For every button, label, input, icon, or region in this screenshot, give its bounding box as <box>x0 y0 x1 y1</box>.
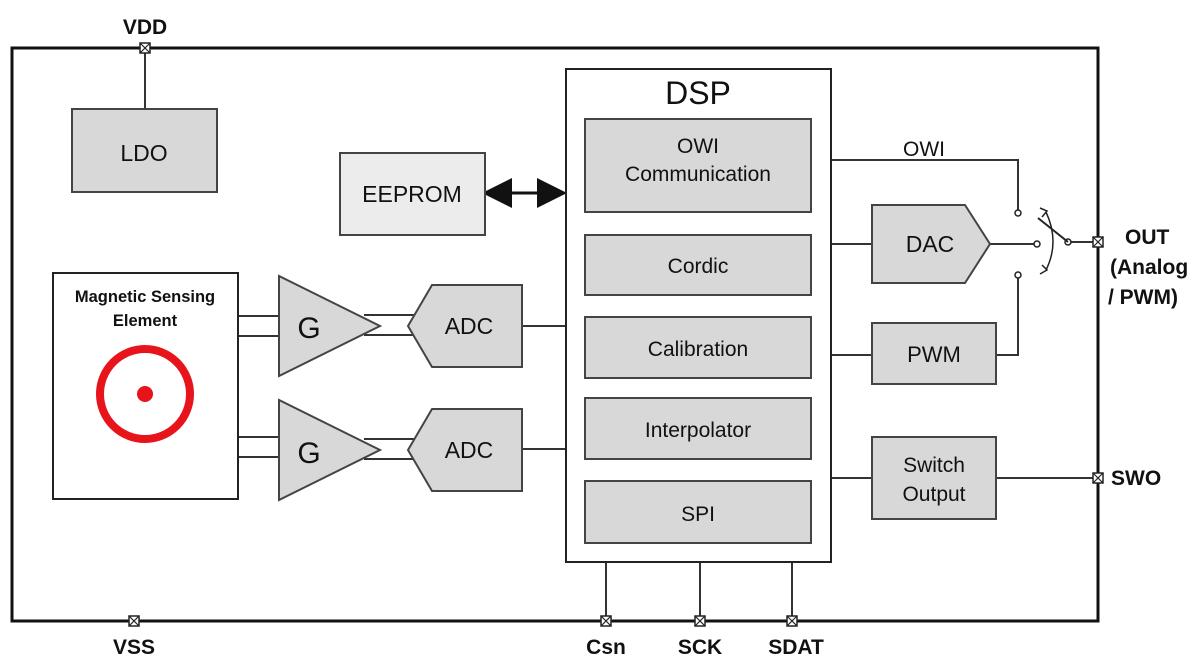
dsp-module-spi <box>584 480 812 544</box>
out-pin-label-line1: OUT <box>1125 226 1170 249</box>
magnetic-sensing-element <box>52 272 239 500</box>
ldo-label: LDO <box>120 140 167 166</box>
owi-module-label-line2: Communication <box>625 163 771 186</box>
switch-output-label-line1: Switch <box>903 454 965 477</box>
interpolator-label: Interpolator <box>645 419 751 442</box>
ldo-block <box>71 108 218 193</box>
gain-2-label: G <box>297 437 320 470</box>
sensor-label-line1: Magnetic Sensing <box>75 288 215 306</box>
dsp-title: DSP <box>665 75 731 111</box>
gain-amplifier-2 <box>278 398 383 502</box>
pin-csn <box>600 615 612 627</box>
cordic-label: Cordic <box>668 255 729 278</box>
gain-amplifier-1 <box>278 274 383 378</box>
dsp-module-cordic <box>584 234 812 296</box>
pin-swo <box>1092 472 1104 484</box>
csn-pin-label: Csn <box>586 636 626 657</box>
swo-pin-label: SWO <box>1111 467 1161 490</box>
pwm-block <box>871 322 997 385</box>
adc-2-label: ADC <box>445 437 494 463</box>
vdd-pin-label: VDD <box>123 16 167 39</box>
dac-label: DAC <box>906 231 955 257</box>
switch-output-block <box>871 436 997 520</box>
sdat-pin-label: SDAT <box>768 636 824 657</box>
dsp-module-interpolator <box>584 397 812 460</box>
pin-vdd <box>139 42 151 54</box>
eeprom-label: EEPROM <box>362 181 462 207</box>
adc-1-label: ADC <box>445 313 494 339</box>
switch-output-label-line2: Output <box>902 483 965 506</box>
calibration-label: Calibration <box>648 338 748 361</box>
out-pin-label-line3: / PWM) <box>1108 286 1178 309</box>
adc-1-block <box>406 284 523 368</box>
sck-pin-label: SCK <box>678 636 722 657</box>
dsp-module-owi <box>584 118 812 213</box>
adc-2-block <box>406 408 523 492</box>
pwm-label: PWM <box>907 342 961 367</box>
out-pin-label-line2: (Analog <box>1110 256 1188 279</box>
magnetic-field-out-of-page-icon <box>96 345 194 443</box>
dsp-module-calibration <box>584 316 812 379</box>
owi-signal-label: OWI <box>903 138 945 161</box>
output-selector-switch <box>1014 207 1072 279</box>
spi-label: SPI <box>681 503 715 526</box>
vss-pin-label: VSS <box>113 636 155 657</box>
pin-sdat <box>786 615 798 627</box>
chip-outline <box>10 46 1100 623</box>
eeprom-block <box>339 152 486 236</box>
gain-1-label: G <box>297 312 320 345</box>
pin-vss <box>128 615 140 627</box>
dac-block <box>871 204 992 284</box>
pin-out <box>1092 236 1104 248</box>
sensor-label-line2: Element <box>113 312 178 330</box>
owi-module-label-line1: OWI <box>677 135 719 158</box>
pin-sck <box>694 615 706 627</box>
